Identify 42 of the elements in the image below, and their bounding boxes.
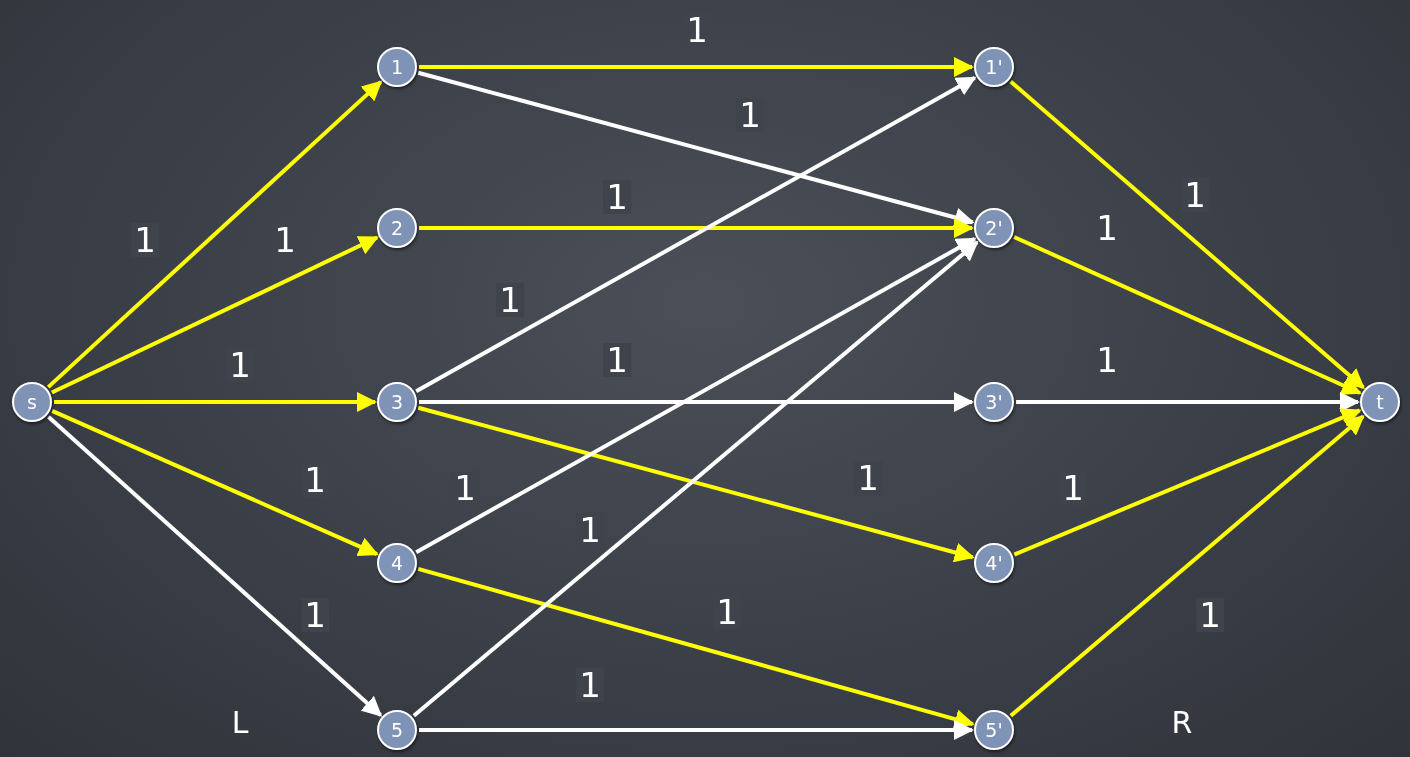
graph-node: 1 xyxy=(377,47,417,87)
arrow xyxy=(1013,408,1362,557)
edge-label: 1 xyxy=(576,668,604,702)
set-label: R xyxy=(1171,704,1193,740)
graph-node: 4' xyxy=(974,543,1014,583)
arrow xyxy=(1013,235,1362,395)
edge-label: 1 xyxy=(603,180,631,214)
graph-node: 3' xyxy=(974,382,1014,422)
arrow xyxy=(419,57,974,77)
graph-node: 3 xyxy=(377,382,417,422)
arrow xyxy=(417,567,975,729)
graph-node: 5' xyxy=(974,710,1014,750)
arrow xyxy=(1009,414,1365,718)
graph-node: 1' xyxy=(974,47,1014,87)
graph-node: 4 xyxy=(377,543,417,583)
arrow xyxy=(47,415,383,717)
graph-node: 5 xyxy=(377,710,417,750)
arrow xyxy=(415,76,977,393)
graph-node: 2' xyxy=(974,208,1014,248)
arrow xyxy=(1016,392,1360,412)
arrow xyxy=(54,392,377,412)
arrow xyxy=(419,392,974,412)
arrow xyxy=(51,235,379,395)
edge-label: 1 xyxy=(301,598,329,632)
set-label: L xyxy=(231,704,249,740)
graph-node: 2 xyxy=(377,208,417,248)
edge-label: 1 xyxy=(1196,598,1224,632)
arrow xyxy=(412,240,979,718)
edge-label: 1 xyxy=(603,343,631,377)
arrow xyxy=(419,218,974,238)
arrow xyxy=(1009,79,1365,390)
edge-label: 1 xyxy=(496,283,524,317)
arrow xyxy=(51,409,379,556)
arrow xyxy=(415,237,977,554)
graph-node: t xyxy=(1360,382,1400,422)
arrow xyxy=(417,405,975,563)
edge-label: 1 xyxy=(131,223,159,257)
arrow xyxy=(417,70,975,228)
graph-node: s xyxy=(12,382,52,422)
arrow xyxy=(419,720,974,740)
arrow xyxy=(46,80,383,389)
edge-label: 1 xyxy=(736,98,764,132)
